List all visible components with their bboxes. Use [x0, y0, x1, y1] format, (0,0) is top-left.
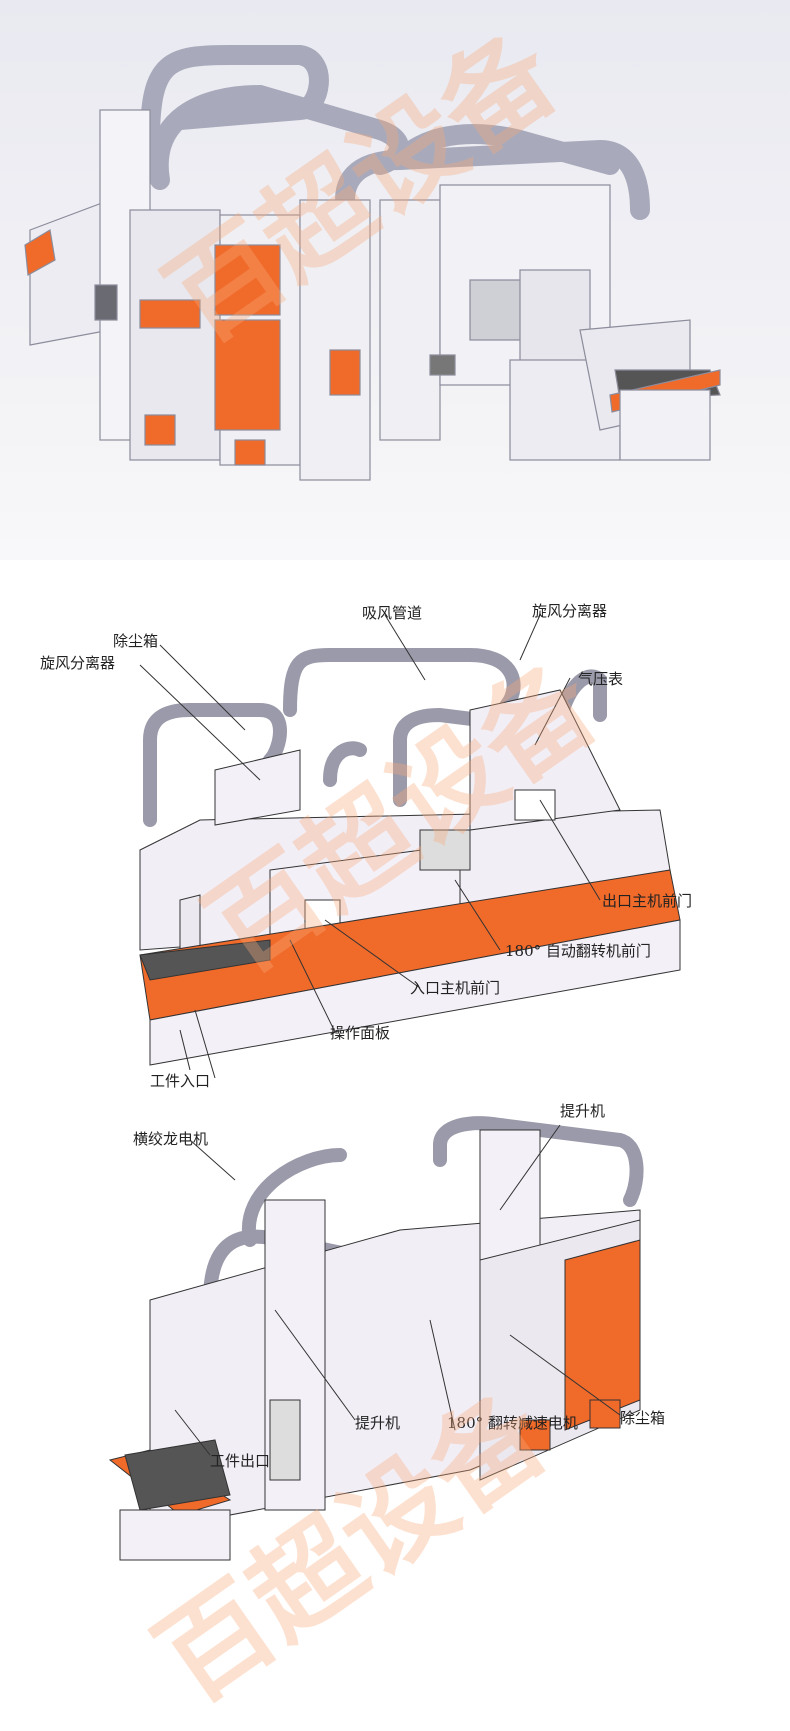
- label-suction-duct: 吸风管道: [362, 604, 423, 622]
- drawing-a-leaders: [139, 614, 601, 1079]
- label-cyclone-right: 旋风分离器: [532, 602, 608, 620]
- label-elevator-top: 提升机: [560, 1102, 606, 1120]
- drawing-b-illustration: [108, 1116, 644, 1561]
- drawing-a-illustration: [139, 614, 681, 1079]
- label-dust-box-b: 除尘箱: [620, 1409, 666, 1427]
- render-panel: [0, 0, 790, 560]
- label-entry-main-door: 入口主机前门: [410, 979, 501, 997]
- label-pressure-gauge: 气压表: [578, 670, 624, 688]
- render-left-body: [24, 109, 371, 481]
- drawing-a-ducts: [143, 648, 607, 827]
- label-workpiece-inlet: 工件入口: [150, 1072, 211, 1090]
- label-flip-motor: 180° 翻转减速电机: [447, 1414, 578, 1432]
- render-ducts: [140, 45, 650, 300]
- label-workpiece-outlet: 工件出口: [210, 1452, 271, 1470]
- label-control-panel: 操作面板: [330, 1024, 391, 1042]
- machine-render: [24, 45, 721, 481]
- label-flip-front-door: 180° 自动翻转机前门: [505, 942, 651, 960]
- label-dust-box-a: 除尘箱: [113, 632, 159, 650]
- render-right-body: [379, 184, 721, 461]
- label-elevator-bottom: 提升机: [355, 1414, 401, 1432]
- label-cyclone-left: 旋风分离器: [40, 654, 116, 672]
- drawing-a-body: [139, 689, 681, 1071]
- drawing-b-panel: 提升机 横绞龙电机 提升机 180° 翻转减速电机 除尘箱 工件出口: [0, 1100, 790, 1691]
- drawing-b-leaders: [174, 1124, 621, 1456]
- drawing-b-body: [108, 1129, 641, 1561]
- drawing-a-panel: 除尘箱 旋风分离器 吸风管道 旋风分离器 气压表 出口主机前门 180° 自动翻…: [0, 600, 790, 1120]
- label-auger-motor: 横绞龙电机: [133, 1130, 209, 1148]
- label-exit-main-door: 出口主机前门: [602, 892, 693, 910]
